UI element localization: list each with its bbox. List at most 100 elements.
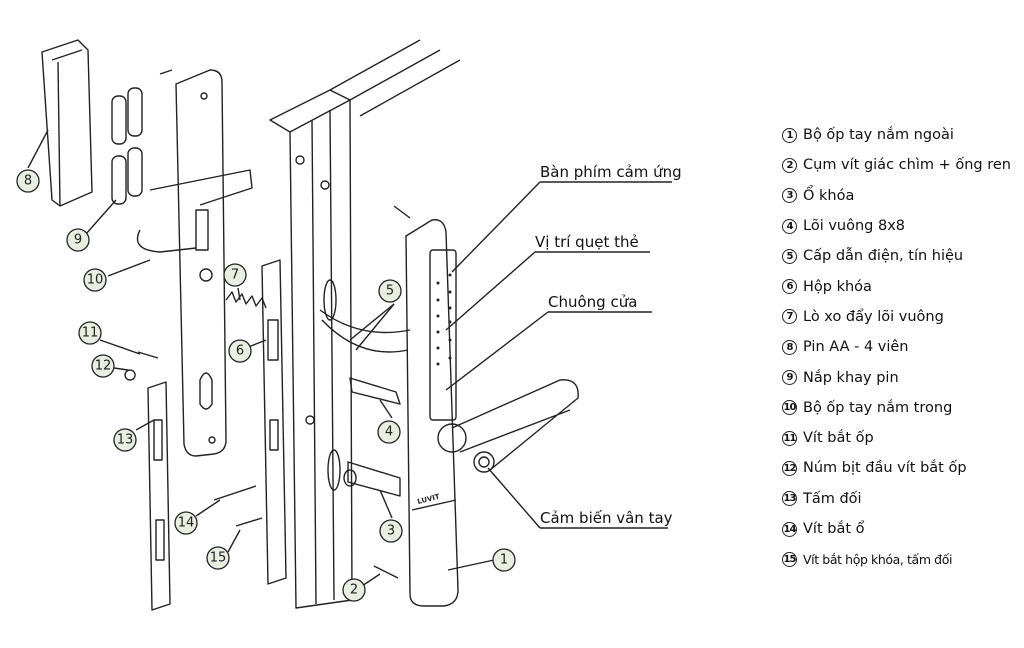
callout-4: 4 <box>377 420 401 444</box>
screw-part <box>373 205 411 579</box>
label-doorbell: Chuông cửa <box>548 293 637 311</box>
legend-item: 4 Lõi vuông 8x8 <box>782 211 1011 241</box>
legend-item: 13 Tấm đối <box>782 484 1011 514</box>
label-card-reader: Vị trí quẹt thẻ <box>535 233 639 251</box>
cylinder-part <box>343 461 401 497</box>
strike-plate-part <box>147 381 171 611</box>
legend-text: Bộ ốp tay nắm ngoài <box>803 127 954 144</box>
legend-item: 14 Vít bắt ổ <box>782 514 1011 544</box>
parts-legend: 1 Bộ ốp tay nắm ngoài 2 Cụm vít giác chìm +… <box>782 120 1011 574</box>
callout-number: 12 <box>95 359 112 374</box>
legend-number: 6 <box>782 279 797 295</box>
legend-text: Vít bắt ổ <box>803 521 865 537</box>
callout-number: 14 <box>178 516 195 531</box>
legend-item: 15 Vít bắt hộp khóa, tấm đối <box>782 544 1011 574</box>
spindle-part <box>349 377 401 405</box>
callout-7: 7 <box>223 263 247 287</box>
inner-escutcheon-part <box>136 69 253 457</box>
keypad-leader <box>451 181 672 273</box>
card-leader <box>445 251 650 331</box>
legend-number: 3 <box>782 188 797 204</box>
legend-text: Bộ ốp tay nắm trong <box>803 399 953 416</box>
callout-13: 13 <box>113 428 137 452</box>
mortise-body-part <box>261 259 287 585</box>
legend-item: 9 Nắp khay pin <box>782 362 1011 392</box>
doorbell-leader <box>445 311 652 391</box>
callout-number: 4 <box>385 425 393 440</box>
legend-number: 9 <box>782 370 797 386</box>
label-fingerprint: Cảm biến vân tay <box>540 509 673 527</box>
callout-number: 13 <box>117 433 134 448</box>
callout-2: 2 <box>342 578 366 602</box>
legend-item: 7 Lò xo đẩy lõi vuông <box>782 302 1011 332</box>
callout-number: 9 <box>74 233 82 248</box>
callout-number: 15 <box>210 551 227 566</box>
callout-8: 8 <box>16 169 40 193</box>
legend-text: Tấm đối <box>803 490 862 507</box>
legend-item: 12 Núm bịt đầu vít bắt ốp <box>782 453 1011 483</box>
legend-text: Nắp khay pin <box>803 369 899 386</box>
callout-1: 1 <box>492 548 516 572</box>
legend-item: 5 Cấp dẫn điện, tín hiệu <box>782 241 1011 271</box>
legend-number: 13 <box>782 491 797 507</box>
legend-text: Cấp dẫn điện, tín hiệu <box>803 248 964 265</box>
legend-item: 11 Vít bắt ốp <box>782 423 1011 453</box>
callout-10: 10 <box>83 268 107 292</box>
legend-item: 8 Pin AA - 4 viên <box>782 332 1011 362</box>
callout-number: 7 <box>231 268 239 283</box>
door-profile-part <box>269 39 461 609</box>
callout-3: 3 <box>379 519 403 543</box>
legend-number: 11 <box>782 430 797 446</box>
callout-15: 15 <box>206 546 230 570</box>
batteries-part <box>111 69 173 205</box>
legend-text: Ổ khóa <box>803 187 855 204</box>
callout-9: 9 <box>66 228 90 252</box>
legend-item: 2 Cụm vít giác chìm + ống ren <box>782 150 1011 180</box>
callout-11: 11 <box>78 321 102 345</box>
callout-number: 8 <box>24 174 32 189</box>
callout-number: 6 <box>236 344 244 359</box>
legend-number: 15 <box>782 551 797 567</box>
callout-number: 2 <box>350 583 358 598</box>
keypad-buttons <box>436 273 452 366</box>
callout-14: 14 <box>174 511 198 535</box>
callout-number: 3 <box>387 524 395 539</box>
callout-number: 11 <box>82 326 99 341</box>
legend-number: 5 <box>782 248 797 264</box>
callout-number: 1 <box>500 553 508 568</box>
callout-6: 6 <box>228 339 252 363</box>
screw-part <box>213 485 263 527</box>
spring-part <box>225 291 267 309</box>
legend-text: Lõi vuông 8x8 <box>803 218 906 235</box>
legend-number: 1 <box>782 127 797 143</box>
legend-number: 14 <box>782 521 797 537</box>
legend-item: 1 Bộ ốp tay nắm ngoài <box>782 120 1011 150</box>
legend-text: Cụm vít giác chìm + ống ren <box>803 157 1011 174</box>
legend-text: Núm bịt đầu vít bắt ốp <box>803 460 967 477</box>
legend-item: 3 Ổ khóa <box>782 181 1011 211</box>
callout-5: 5 <box>378 279 402 303</box>
legend-number: 8 <box>782 339 797 355</box>
battery-cover-part <box>41 39 93 207</box>
legend-number: 4 <box>782 218 797 234</box>
legend-text: Hộp khóa <box>803 278 872 295</box>
legend-item: 6 Hộp khóa <box>782 271 1011 301</box>
legend-text: Vít bắt ốp <box>803 430 874 447</box>
legend-number: 10 <box>782 400 797 416</box>
callout-number: 5 <box>386 284 394 299</box>
callout-12: 12 <box>91 354 115 378</box>
callout-number: 10 <box>87 273 104 288</box>
legend-number: 7 <box>782 309 797 325</box>
label-keypad: Bàn phím cảm ứng <box>540 163 682 181</box>
screw-part <box>124 351 159 381</box>
legend-text: Lò xo đẩy lõi vuông <box>803 308 944 325</box>
legend-number: 2 <box>782 157 797 173</box>
fingerprint-leader <box>487 467 668 529</box>
legend-text: Vít bắt hộp khóa, tấm đối <box>803 551 953 567</box>
legend-text: Pin AA - 4 viên <box>803 339 909 356</box>
legend-number: 12 <box>782 460 797 476</box>
legend-item: 10 Bộ ốp tay nắm trong <box>782 393 1011 423</box>
outer-escutcheon-part <box>405 219 579 607</box>
